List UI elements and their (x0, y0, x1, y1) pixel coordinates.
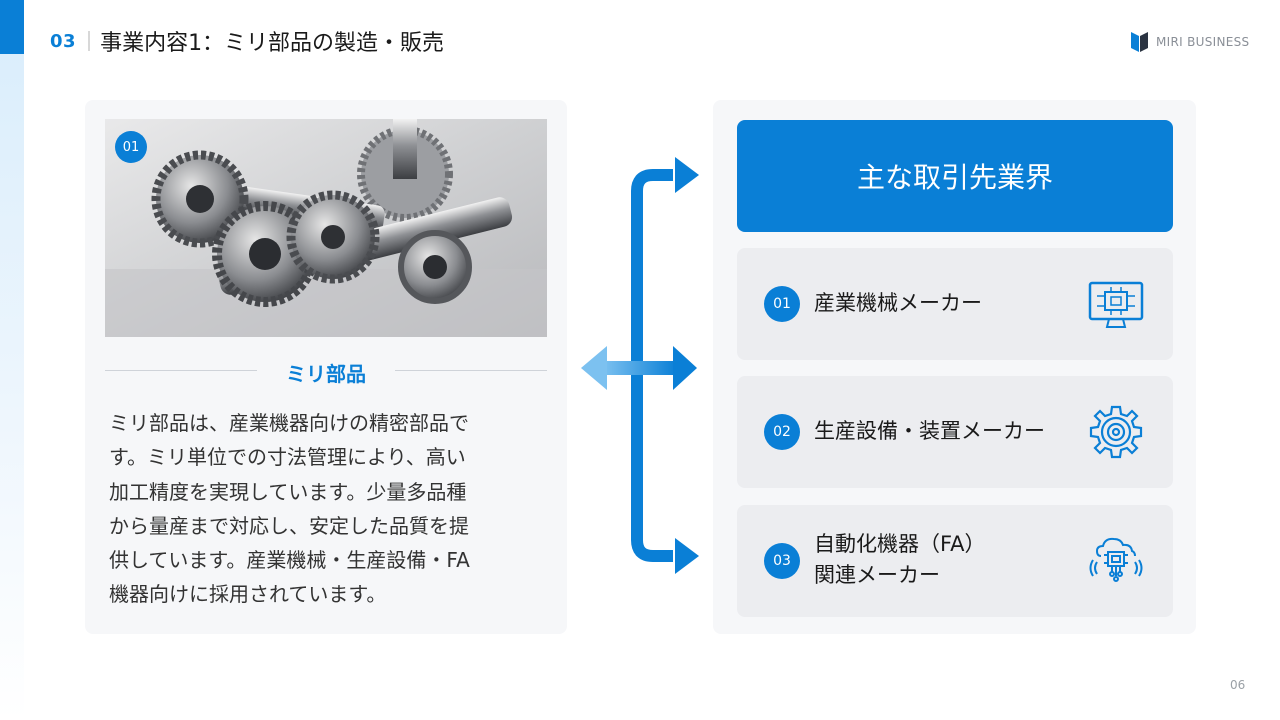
product-name: ミリ部品 (286, 362, 366, 386)
product-badge: 01 (115, 131, 147, 163)
logo-mark-icon (1131, 32, 1148, 52)
page-number: 06 (1230, 678, 1246, 692)
product-description: ミリ部品は、産業機器向けの精密部品で す。ミリ単位での寸法管理により、高い 加工… (109, 406, 549, 612)
divider-left (105, 370, 257, 371)
industry-item-2: 02 生産設備・装置メーカー (737, 376, 1173, 488)
industry-label: 産業機械メーカー (814, 288, 982, 319)
accent-bar-top (0, 0, 24, 54)
industry-label-line: 関連メーカー (814, 563, 940, 587)
gears-photo (105, 119, 547, 337)
product-card: ミリ部品 ミリ部品は、産業機器向けの精密部品で す。ミリ単位での寸法管理により、… (85, 100, 567, 634)
industry-item-1: 01 産業機械メーカー (737, 248, 1173, 360)
description-line: から量産まで対応し、安定した品質を提 (109, 513, 469, 538)
industry-label: 生産設備・装置メーカー (814, 416, 1045, 447)
accent-bar-left (0, 54, 24, 720)
company-logo: MIRI BUSINESS (1130, 30, 1249, 54)
industry-label: 自動化機器（FA） 関連メーカー (814, 529, 986, 591)
industry-item-3: 03 自動化機器（FA） 関連メーカー (737, 505, 1173, 617)
clients-title: 主な取引先業界 (737, 120, 1173, 232)
cloud-chip-icon (1089, 537, 1143, 582)
description-line: す。ミリ単位での寸法管理により、高い (109, 445, 466, 470)
slide-title: 事業内容1：ミリ部品の製造・販売 (100, 31, 445, 56)
industry-number: 02 (764, 414, 800, 450)
connector-arrows-icon (581, 157, 699, 574)
description-line: 供しています。産業機械・生産設備・FA (109, 548, 470, 573)
cpu-monitor-icon (1088, 281, 1144, 328)
gear-icon (1089, 405, 1143, 459)
industry-number: 03 (764, 543, 800, 579)
header-separator (88, 31, 91, 51)
industry-label-line: 自動化機器（FA） (814, 532, 986, 556)
logo-text: MIRI BUSINESS (1156, 35, 1250, 49)
description-line: 機器向けに採用されています。 (109, 582, 387, 607)
description-line: ミリ部品は、産業機器向けの精密部品で (109, 411, 469, 435)
industry-label-line: 産業機械メーカー (814, 291, 982, 315)
industry-number: 01 (764, 286, 800, 322)
section-number: 03 (50, 30, 77, 52)
industry-label-line: 生産設備・装置メーカー (814, 419, 1045, 443)
slide-header: 03 事業内容1：ミリ部品の製造・販売 (50, 26, 445, 57)
description-line: 加工精度を実現しています。少量多品種 (109, 479, 467, 504)
divider-right (395, 370, 547, 371)
